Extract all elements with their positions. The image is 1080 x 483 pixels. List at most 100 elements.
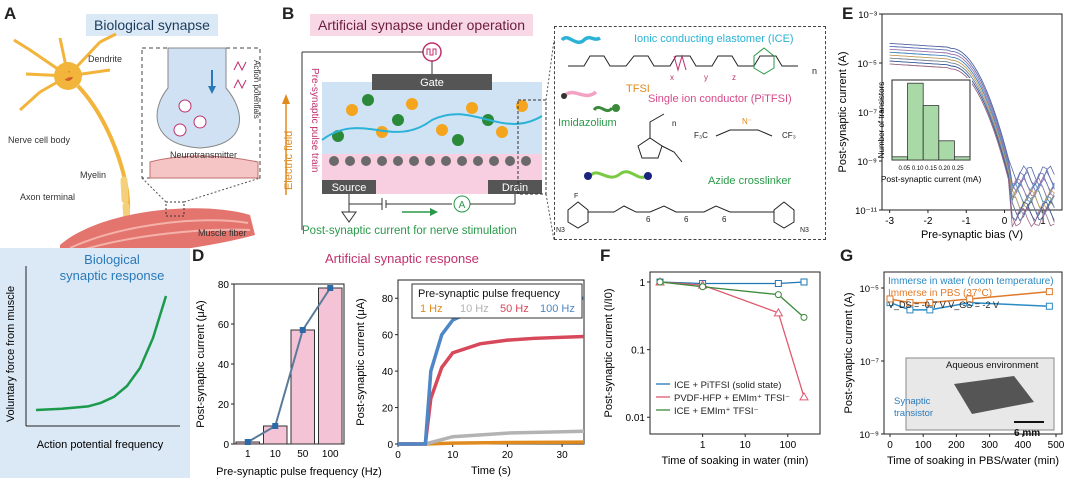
data-point [656,278,664,286]
x-tick-label: 300 [981,440,998,451]
electric-field-label: Electric field [283,131,295,190]
source-electrode [322,180,376,194]
x-tick-label: 10 [447,450,459,461]
sub-y: y [704,73,708,82]
x-tick-label: -1 [962,216,971,227]
inset-bar [938,140,955,161]
inset-bar [954,156,971,161]
y-tick-label: 0.1 [631,346,645,357]
plot-frame [649,271,821,435]
data-point [800,313,808,321]
zoom-box [165,201,185,217]
data-point [773,307,784,317]
device-array [954,376,1034,414]
inset-bar [922,105,940,161]
x-tick-label: 10 [740,440,752,451]
x-tick-label: 20 [502,450,514,461]
y-tick-label: 0 [223,440,229,451]
x-tick-label: 500 [1048,440,1065,451]
bias-note: V_DS = -0.7 V V_GS = -2 V [888,300,999,310]
biological-synapse-illustration: Dendrite Nerve cell body Myelin Axon ter… [8,32,261,257]
data-point [327,285,334,291]
drain-label: Drain [502,182,528,194]
pitfsi-chain-icon [562,90,598,98]
svg-text:N⁻: N⁻ [742,117,752,126]
x-tick-label: 1 [245,449,251,460]
x-tick-label: 10 [270,449,282,460]
f-atom: F [574,193,578,200]
chemistry-box [554,26,826,240]
data-point [1045,288,1053,296]
inset-x-ticks: 0.05 0.10 0.15 0.20 0.25 [898,166,964,172]
x-axis-label: Time of soaking in water (min) [662,455,809,467]
y-tick-label: 10⁻⁵ [859,284,879,295]
bar [290,329,315,445]
y-tick-label: 10⁻⁷ [860,357,880,368]
svg-text:F₃C: F₃C [694,131,708,140]
x-tick-label: 1 [700,440,706,451]
legend-entry: PVDF-HFP + EMIm⁺ TFSI⁻ [674,393,790,404]
data-point [774,291,782,299]
x-tick-label: 400 [1014,440,1031,451]
y-tick-label: 60 [218,320,230,331]
x-axis-label: Time of soaking in PBS/water (min) [887,455,1059,467]
data-point [906,299,914,307]
y-tick-label: 80 [382,294,394,305]
inset-x-label: Post-synaptic current (mA) [881,174,982,184]
data-point [926,299,934,307]
y-axis-label: Post-synaptic current (μA) [195,300,207,427]
force-curve [35,295,168,412]
sub-n-1: n [812,66,817,76]
panel-label-a: A [4,4,17,23]
svg-text:CF₃: CF₃ [782,131,796,140]
x-tick-label: -2 [924,216,933,227]
x-tick-label: 50 [297,449,309,460]
series-line [659,281,805,318]
series-line [659,281,805,398]
chart-title-line2: synaptic response [60,268,165,283]
legend-entry: ICE + EMIm⁺ TFSI⁻ [674,406,759,417]
synaptic-label-2: transistor [894,408,933,419]
label-dendrite: Dendrite [88,54,122,64]
sub-x: x [670,73,674,82]
mobile-ions [332,94,528,146]
y-axis-label: Voluntary force from muscle [5,286,17,422]
y-tick-label: 40 [382,367,394,378]
azide-chain-icon [588,170,647,179]
legend-entry: 1 Hz [420,303,443,315]
panel-b-title: Artificial synapse under operation [310,14,534,36]
synapse-zoom-inset [141,47,261,179]
legend-entry: 10 Hz [460,303,489,315]
n3-right: N3 [800,227,809,234]
label-myelin: Myelin [80,170,106,180]
n3-left: N3 [556,227,565,234]
x-tick-label: 0 [887,440,893,451]
y-axis-label: Post-synaptic current (A) [837,51,849,172]
gate-label: Gate [420,77,444,89]
label-muscle-fiber: Muscle fiber [198,228,247,238]
panel-d-title: Artificial synaptic response [325,251,479,266]
fixed-charge-row [329,156,531,166]
aqueous-label: Aqueous environment [946,360,1039,371]
panel-label-g: G [840,246,854,265]
sub-six-1: 6 [646,215,651,224]
data-point [926,306,934,314]
legend-entry: 100 Hz [540,303,575,315]
sub-z: z [732,73,736,82]
y-tick-label: 0.01 [626,413,646,424]
y-tick-label: 10⁻⁹ [857,157,877,168]
y-tick-label: 10⁻⁹ [859,430,879,441]
legend-entry: Immerse in PBS (37°C) [888,288,992,299]
x-tick-label: 100 [322,449,339,460]
y-tick-label: 20 [218,400,230,411]
data-point [272,423,279,429]
legend-entry: ICE + PiTFSI (solid state) [674,380,781,391]
data-point [774,280,782,288]
series-line [398,296,585,446]
post-current-label: Post-synaptic current for nerve stimulat… [302,225,517,237]
